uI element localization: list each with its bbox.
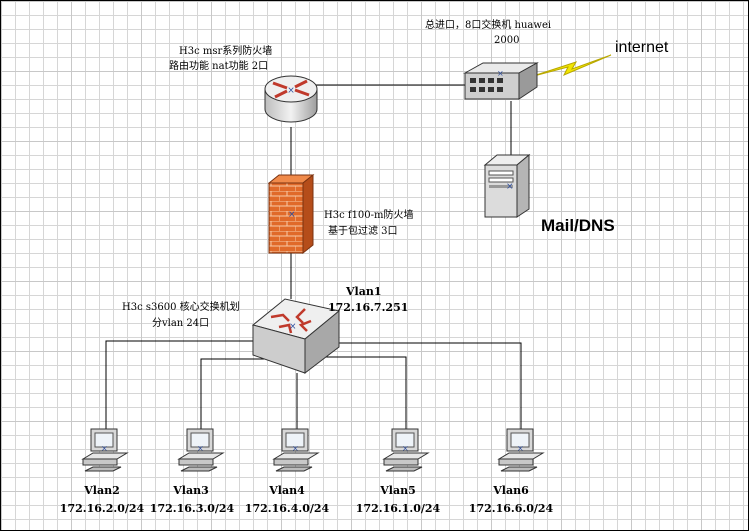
firewall-label-line1: H3c f100-m防火墙 <box>324 210 414 221</box>
vlan5-name: Vlan5 <box>380 484 416 497</box>
vlan5-subnet: 172.16.1.0/24 <box>355 502 441 515</box>
uplink-switch-label-line2: 2000 <box>494 35 520 46</box>
core-switch-label-line2: 分vlan 24口 <box>152 318 210 329</box>
svg-text:×: × <box>287 86 295 96</box>
svg-text:×: × <box>101 444 108 453</box>
vlan1-name: Vlan1 <box>346 285 382 298</box>
vlan2-name: Vlan2 <box>84 484 120 497</box>
uplink-switch-icon: × <box>463 62 539 100</box>
svg-text:×: × <box>289 322 297 332</box>
vlan6-name: Vlan6 <box>493 484 529 497</box>
firewall-icon: × <box>267 173 315 255</box>
router-icon: × <box>264 75 318 123</box>
router-label-line1: H3c msr系列防火墙 <box>179 46 273 57</box>
svg-text:×: × <box>517 444 524 453</box>
uplink-switch-label-line1: 总进口，8口交换机 huawei <box>425 20 552 31</box>
vlan4-name: Vlan4 <box>269 484 305 497</box>
vlan6-subnet: 172.16.6.0/24 <box>468 502 554 515</box>
vlan3-subnet: 172.16.3.0/24 <box>149 502 235 515</box>
core-to-vlan3-line <box>200 358 266 433</box>
workstation-vlan3-icon: × <box>177 428 225 472</box>
svg-text:×: × <box>497 69 504 78</box>
core-to-vlan6-line <box>336 342 522 433</box>
svg-text:×: × <box>402 444 409 453</box>
core-switch-label-line1: H3c s3600 核心交换机划 <box>122 302 240 313</box>
firewall-label-line2: 基于包过滤 3口 <box>328 226 398 237</box>
vlan2-subnet: 172.16.2.0/24 <box>59 502 145 515</box>
workstation-vlan2-icon: × <box>81 428 129 472</box>
vlan3-name: Vlan3 <box>173 484 209 497</box>
svg-text:×: × <box>288 210 296 220</box>
svg-text:×: × <box>506 182 514 192</box>
router-label-line2: 路由功能 nat功能 2口 <box>169 61 269 72</box>
internet-label: internet <box>615 39 669 56</box>
workstation-vlan6-icon: × <box>497 428 545 472</box>
vlan4-subnet: 172.16.4.0/24 <box>244 502 330 515</box>
server-label: Mail/DNS <box>541 216 615 235</box>
workstation-vlan5-icon: × <box>382 428 430 472</box>
vlan1-ip: 172.16.7.251 <box>328 301 409 314</box>
core-switch-icon: × <box>251 298 341 375</box>
workstation-vlan4-icon: × <box>272 428 320 472</box>
lightning-icon <box>529 54 612 78</box>
svg-text:×: × <box>197 444 204 453</box>
core-to-vlan2-line <box>105 340 256 433</box>
core-to-vlan5-line <box>326 356 407 433</box>
svg-text:×: × <box>292 444 299 453</box>
server-icon: × <box>483 153 531 218</box>
